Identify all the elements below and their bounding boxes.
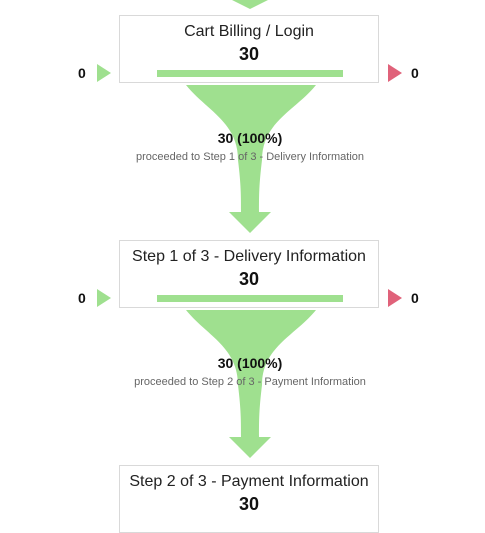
- step-name: Cart Billing / Login: [184, 23, 314, 40]
- exit-arrow-step-1: [388, 64, 402, 82]
- step-volume-bar: [157, 295, 343, 302]
- transition-count: 30 (100%): [217, 130, 283, 146]
- step-name: Step 1 of 3 - Delivery Information: [132, 248, 366, 265]
- exits-count: 0: [411, 65, 419, 81]
- funnel-flow-1: [186, 85, 316, 233]
- step-count: 30: [238, 44, 260, 64]
- transition-description: proceeded to Step 2 of 3 - Payment Infor…: [134, 376, 366, 388]
- exit-arrow-step-2: [388, 289, 402, 307]
- incoming-flow-arrow: [232, 0, 268, 9]
- entrance-arrow-step-1: [97, 64, 111, 82]
- funnel-step-1[interactable]: Cart Billing / Login 30: [119, 15, 379, 83]
- transition-description: proceeded to Step 1 of 3 - Delivery Info…: [135, 151, 365, 163]
- step-count: 30: [238, 494, 260, 514]
- exits-count: 0: [411, 290, 419, 306]
- entrances-count: 0: [78, 65, 86, 81]
- step-count: 30: [238, 269, 260, 289]
- entrance-arrow-step-2: [97, 289, 111, 307]
- transition-count: 30 (100%): [217, 355, 283, 371]
- entrances-count: 0: [78, 290, 86, 306]
- step-volume-bar: [157, 70, 343, 77]
- funnel-step-2[interactable]: Step 1 of 3 - Delivery Information 30: [119, 240, 379, 308]
- funnel-step-3[interactable]: Step 2 of 3 - Payment Information 30: [119, 465, 379, 533]
- funnel-chart: [97, 0, 402, 458]
- funnel-flow-2: [186, 310, 316, 458]
- step-name: Step 2 of 3 - Payment Information: [129, 473, 369, 490]
